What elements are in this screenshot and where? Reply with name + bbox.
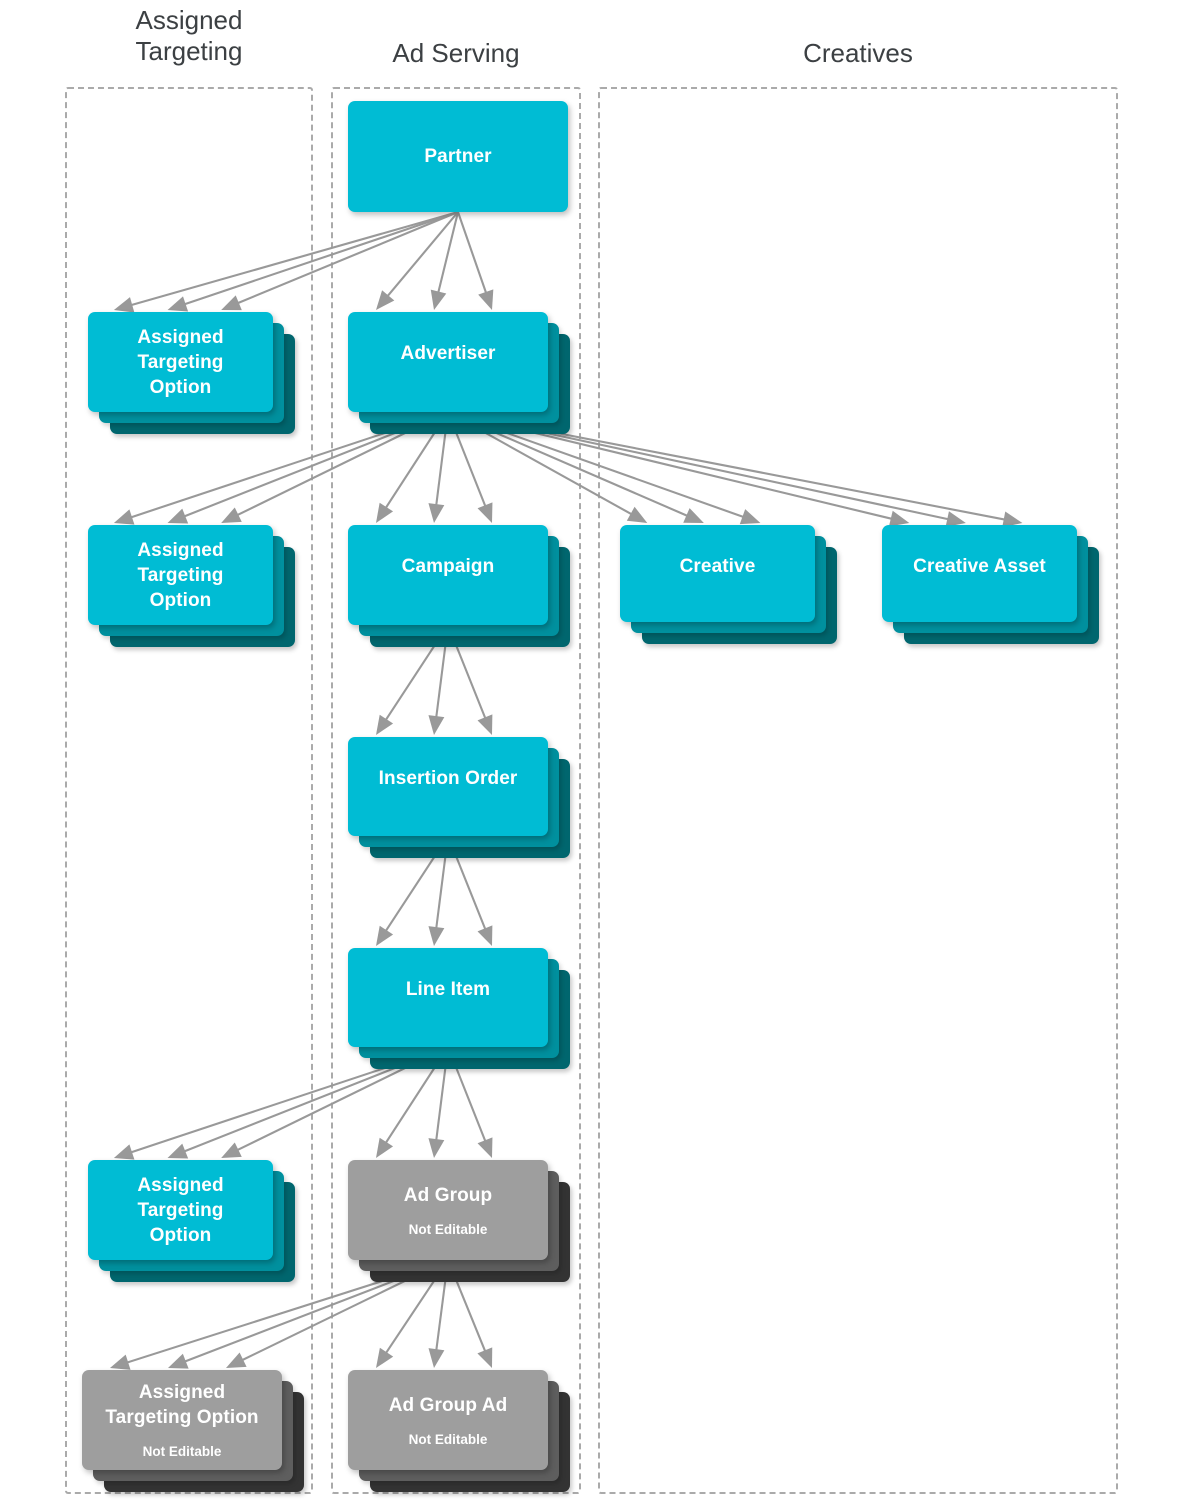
node-advertiser[interactable]: Advertiser <box>348 312 570 434</box>
node-label: Advertiser <box>401 341 496 366</box>
node-label-line: Targeting <box>137 1199 224 1221</box>
node-creative-asset[interactable]: Creative Asset <box>882 525 1099 644</box>
node-label-line: Partner <box>424 146 492 167</box>
node-card-front[interactable]: Advertiser <box>348 312 548 412</box>
node-label-line: Option <box>149 1224 212 1246</box>
node-not-editable-badge: Not Editable <box>408 1221 488 1237</box>
column-title-line: Targeting <box>135 36 243 66</box>
node-label-wrap: Line Item <box>348 948 548 1047</box>
node-card-front[interactable]: Ad Group Ad Not Editable <box>348 1370 548 1470</box>
column-title-line: Ad Serving <box>392 38 520 68</box>
node-label-line: Targeting <box>137 564 224 586</box>
node-label-line: Creative <box>679 556 756 577</box>
node-label-line: Assigned <box>137 326 224 348</box>
node-label-line: Ad Group Ad <box>388 1394 508 1416</box>
node-label-line: Option <box>149 589 212 611</box>
node-label: Campaign <box>402 554 495 579</box>
node-label-wrap: Creative Asset <box>882 525 1077 622</box>
column-title-line: Assigned <box>135 5 243 35</box>
node-label-line: Assigned <box>137 1174 224 1196</box>
node-label: Ad Group <box>404 1183 492 1208</box>
node-label-line: Option <box>149 376 212 398</box>
node-label-line: Line Item <box>405 979 491 1000</box>
node-label-line: Insertion Order <box>378 768 518 789</box>
node-label-line: Targeting <box>137 351 224 373</box>
node-label-line: Assigned <box>137 539 224 561</box>
node-label-wrap: Advertiser <box>348 312 548 412</box>
node-label: Insertion Order <box>379 766 518 791</box>
node-label: Creative <box>680 554 756 579</box>
node-label-line: Targeting Option <box>105 1407 259 1428</box>
node-card-front[interactable]: Campaign <box>348 525 548 625</box>
lane-assigned-targeting <box>65 87 313 1494</box>
node-insertion-order[interactable]: Insertion Order <box>348 737 570 858</box>
column-title-assigned-targeting: Assigned Targeting <box>65 5 313 67</box>
node-label: Ad Group Ad <box>389 1393 508 1418</box>
node-ad-group-ad[interactable]: Ad Group Ad Not Editable <box>348 1370 570 1492</box>
node-label-line: Creative Asset <box>913 556 1046 577</box>
node-label-wrap: Creative <box>620 525 815 622</box>
node-line-item[interactable]: Line Item <box>348 948 570 1069</box>
node-campaign[interactable]: Campaign <box>348 525 570 647</box>
column-title-ad-serving: Ad Serving <box>331 38 581 69</box>
node-label-wrap: Campaign <box>348 525 548 625</box>
column-title-creatives: Creatives <box>598 38 1118 69</box>
node-not-editable-badge: Not Editable <box>142 1444 222 1459</box>
node-label: Line Item <box>406 977 490 1002</box>
node-label-wrap: Partner <box>348 101 568 212</box>
node-card-front[interactable]: Creative Asset <box>882 525 1077 622</box>
node-card-front[interactable]: Partner <box>348 101 568 212</box>
lane-creatives <box>598 87 1118 1494</box>
node-label: Creative Asset <box>913 554 1046 579</box>
node-card-front[interactable]: Line Item <box>348 948 548 1047</box>
node-label-wrap: Insertion Order <box>348 737 548 836</box>
node-label-line: Campaign <box>401 556 495 577</box>
node-label-line: Ad Group <box>403 1184 493 1206</box>
node-card-front[interactable]: Creative <box>620 525 815 622</box>
node-label-wrap: Ad Group Ad Not Editable <box>348 1370 548 1470</box>
node-label-line: Advertiser <box>400 343 496 364</box>
lane-ad-serving <box>331 87 581 1494</box>
node-not-editable-badge: Not Editable <box>408 1431 488 1447</box>
node-card-front[interactable]: Insertion Order <box>348 737 548 836</box>
node-partner[interactable]: Partner <box>348 101 568 212</box>
column-title-line: Creatives <box>803 38 913 68</box>
node-label: Partner <box>424 144 491 169</box>
node-label-line: Assigned <box>138 1382 226 1403</box>
node-creative[interactable]: Creative <box>620 525 837 644</box>
